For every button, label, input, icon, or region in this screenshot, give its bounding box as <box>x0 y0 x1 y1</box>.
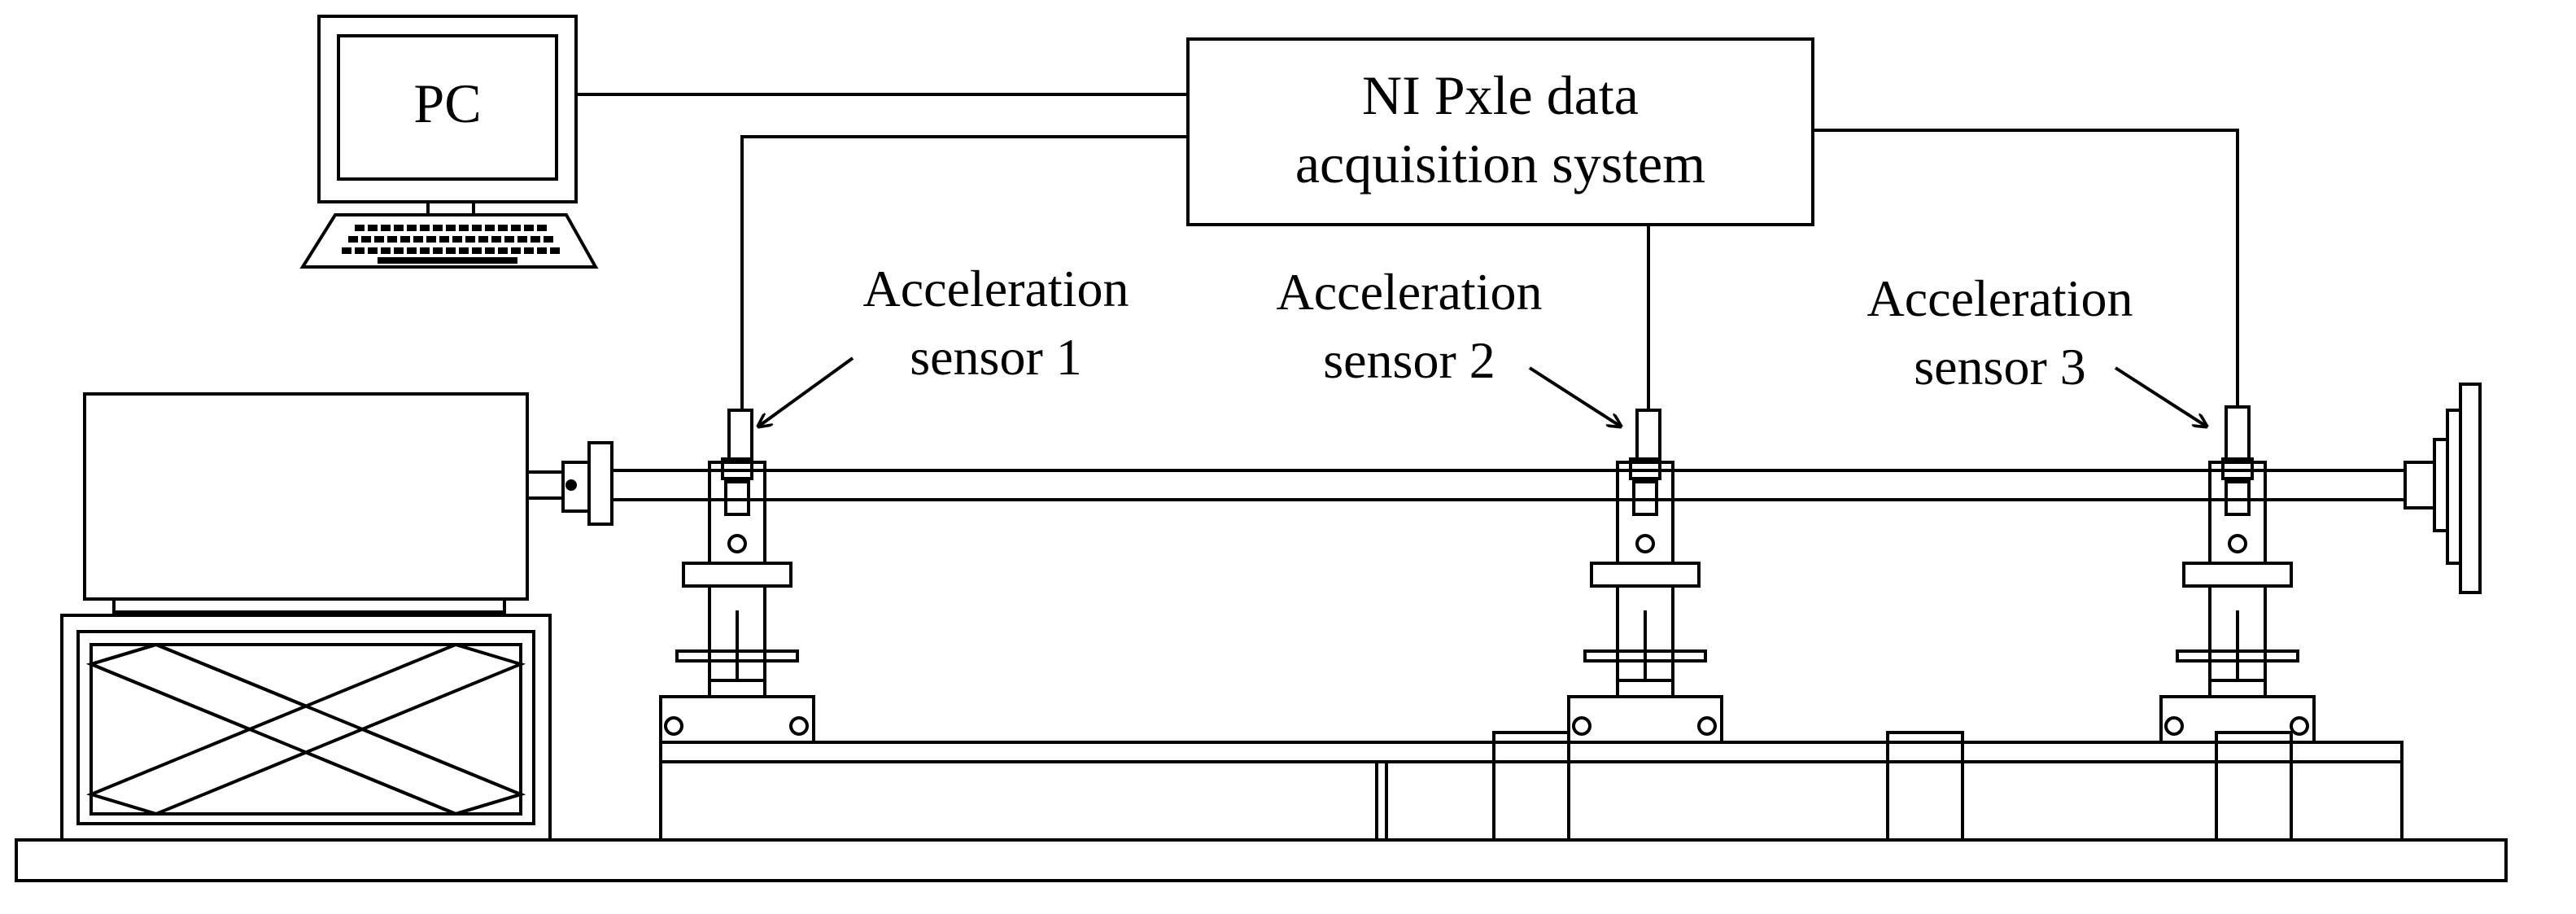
motor-frame-cross-brace <box>86 642 526 816</box>
sensor-2-body <box>1635 409 1661 461</box>
sensor-1-label-line2: sensor 1 <box>910 328 1082 386</box>
pc-keyboard-keys <box>342 225 560 264</box>
coupling-bolt <box>565 479 577 491</box>
sensor-1-arrow <box>758 356 854 426</box>
cable-sensor-3 <box>1813 129 2239 407</box>
motor-frame-outer <box>60 614 552 842</box>
sensor-3-label-line2: sensor 3 <box>1914 338 2086 396</box>
sensor-2-label-line2: sensor 2 <box>1323 331 1495 389</box>
main-shaft <box>612 461 2436 509</box>
motor-feet <box>112 599 506 614</box>
sensor-2-arrow <box>1528 366 1621 426</box>
pc-screen <box>337 34 558 181</box>
pc-label: PC <box>413 72 481 134</box>
sensor-3-label-line1: Acceleration <box>1867 269 2133 327</box>
motor-shaft-stub <box>526 470 565 500</box>
sensor-3-arrow <box>2114 366 2207 426</box>
end-disk <box>2433 383 2482 594</box>
daq-label-line1: NI Pxle data <box>1362 64 1639 126</box>
sensor-1-label-line1: Acceleration <box>863 260 1129 317</box>
motor-body <box>83 392 529 601</box>
sensor-1-body <box>727 409 753 461</box>
pc-stand <box>426 202 475 215</box>
bearing-support-2 <box>1567 409 1723 744</box>
pc-monitor <box>317 15 578 203</box>
motor-frame-panel <box>90 643 522 816</box>
motor-assembly <box>60 392 613 842</box>
pc-keyboard <box>299 213 599 269</box>
sensor-2-label-line1: Acceleration <box>1277 263 1543 321</box>
bearing-support-3 <box>2159 405 2316 744</box>
pc-computer <box>299 15 599 269</box>
cable-sensor-1 <box>740 135 1188 410</box>
rail-block-2 <box>1886 731 1964 842</box>
coupling-flange <box>587 441 613 526</box>
shaft-end-hub <box>2404 461 2436 509</box>
signal-cables <box>576 93 2239 410</box>
ground-plate <box>15 838 2508 882</box>
bearing-support-1 <box>659 409 815 744</box>
motor-frame-inner <box>76 630 535 825</box>
sensor-3-body <box>2225 405 2251 461</box>
bed-rail <box>659 731 2404 842</box>
rail-block-1 <box>1492 731 1570 842</box>
rail-block-3 <box>2215 731 2293 842</box>
daq-label-line2: acquisition system <box>1295 133 1705 195</box>
